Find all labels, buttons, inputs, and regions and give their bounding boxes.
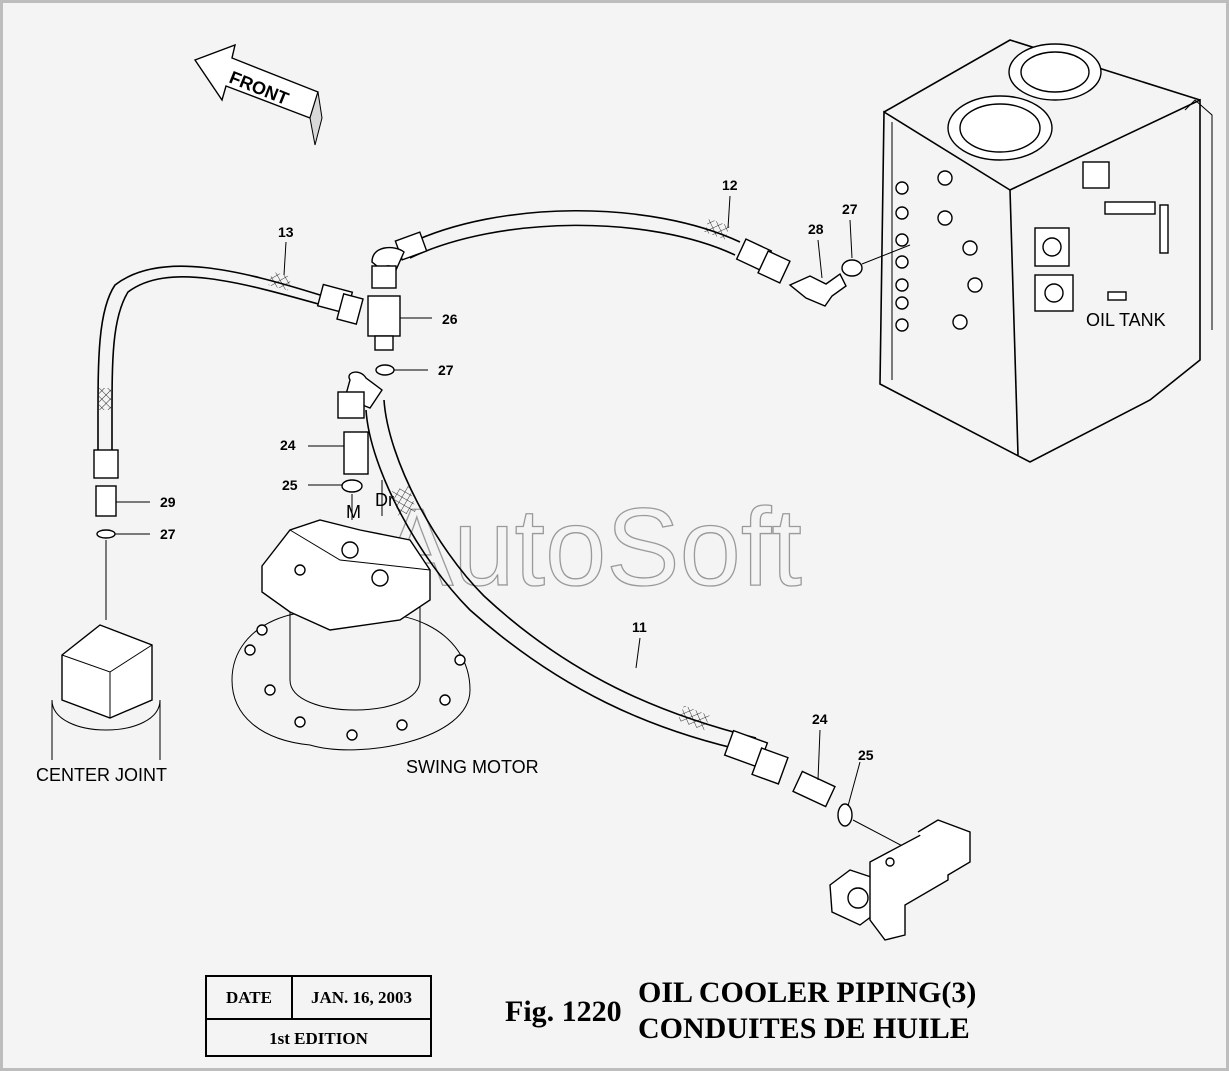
hose-12 — [371, 209, 791, 289]
title-block: DATE JAN. 16, 2003 1st EDITION — [205, 975, 432, 1057]
edition-label: 1st EDITION — [269, 1028, 368, 1048]
callout-12: 12 — [722, 177, 738, 193]
oil-tank: OIL TANK — [879, 39, 1213, 463]
fitting-24-cooler — [792, 729, 836, 808]
front-arrow-icon: FRONT — [193, 43, 323, 146]
figure-title-line1: OIL COOLER PIPING(3) — [638, 976, 977, 1009]
center-joint-label: CENTER JOINT — [36, 765, 167, 785]
figure-title-line2: CONDUITES DE HUILE — [638, 1012, 970, 1045]
fitting-24-motor — [308, 431, 369, 475]
elbow-28 — [788, 272, 847, 307]
o-ring-27-tee — [375, 364, 395, 376]
callout-11: 11 — [632, 619, 647, 635]
adapter-29 — [95, 485, 150, 517]
callout-13: 13 — [278, 224, 294, 240]
swing-motor-label: SWING MOTOR — [406, 757, 539, 777]
hose-13 — [93, 265, 364, 479]
o-ring-27-center — [96, 529, 116, 539]
callout-24-motor: 24 — [280, 437, 296, 453]
callout-25-motor: 25 — [282, 477, 298, 493]
date-label: DATE — [207, 977, 293, 1018]
o-ring-25-motor — [341, 479, 363, 493]
figure-title: OIL COOLER PIPING(3) CONDUITES DE HUILE — [638, 975, 976, 1047]
port-label-dr: Dr — [375, 490, 394, 510]
callout-27-center: 27 — [160, 526, 176, 542]
callout-29: 29 — [160, 494, 176, 510]
date-value: JAN. 16, 2003 — [310, 987, 413, 1007]
callout-27-tank: 27 — [842, 201, 858, 217]
cooler-fitting-block — [829, 819, 971, 941]
tee-fitting-26 — [367, 295, 432, 351]
center-joint: CENTER JOINT — [36, 624, 167, 785]
callout-26: 26 — [442, 311, 458, 327]
port-label-m: M — [346, 502, 361, 522]
callout-24-cooler: 24 — [812, 711, 828, 727]
callout-27-tee: 27 — [438, 362, 454, 378]
oil-tank-label: OIL TANK — [1086, 310, 1166, 330]
callout-28: 28 — [808, 221, 824, 237]
hose-11 — [337, 371, 789, 785]
swing-motor: M Dr SWING MOTOR — [231, 480, 539, 777]
o-ring-27-tank — [841, 259, 863, 277]
o-ring-25-cooler — [837, 803, 853, 827]
figure-number: Fig. 1220 — [505, 995, 622, 1028]
callout-25-cooler: 25 — [858, 747, 874, 763]
